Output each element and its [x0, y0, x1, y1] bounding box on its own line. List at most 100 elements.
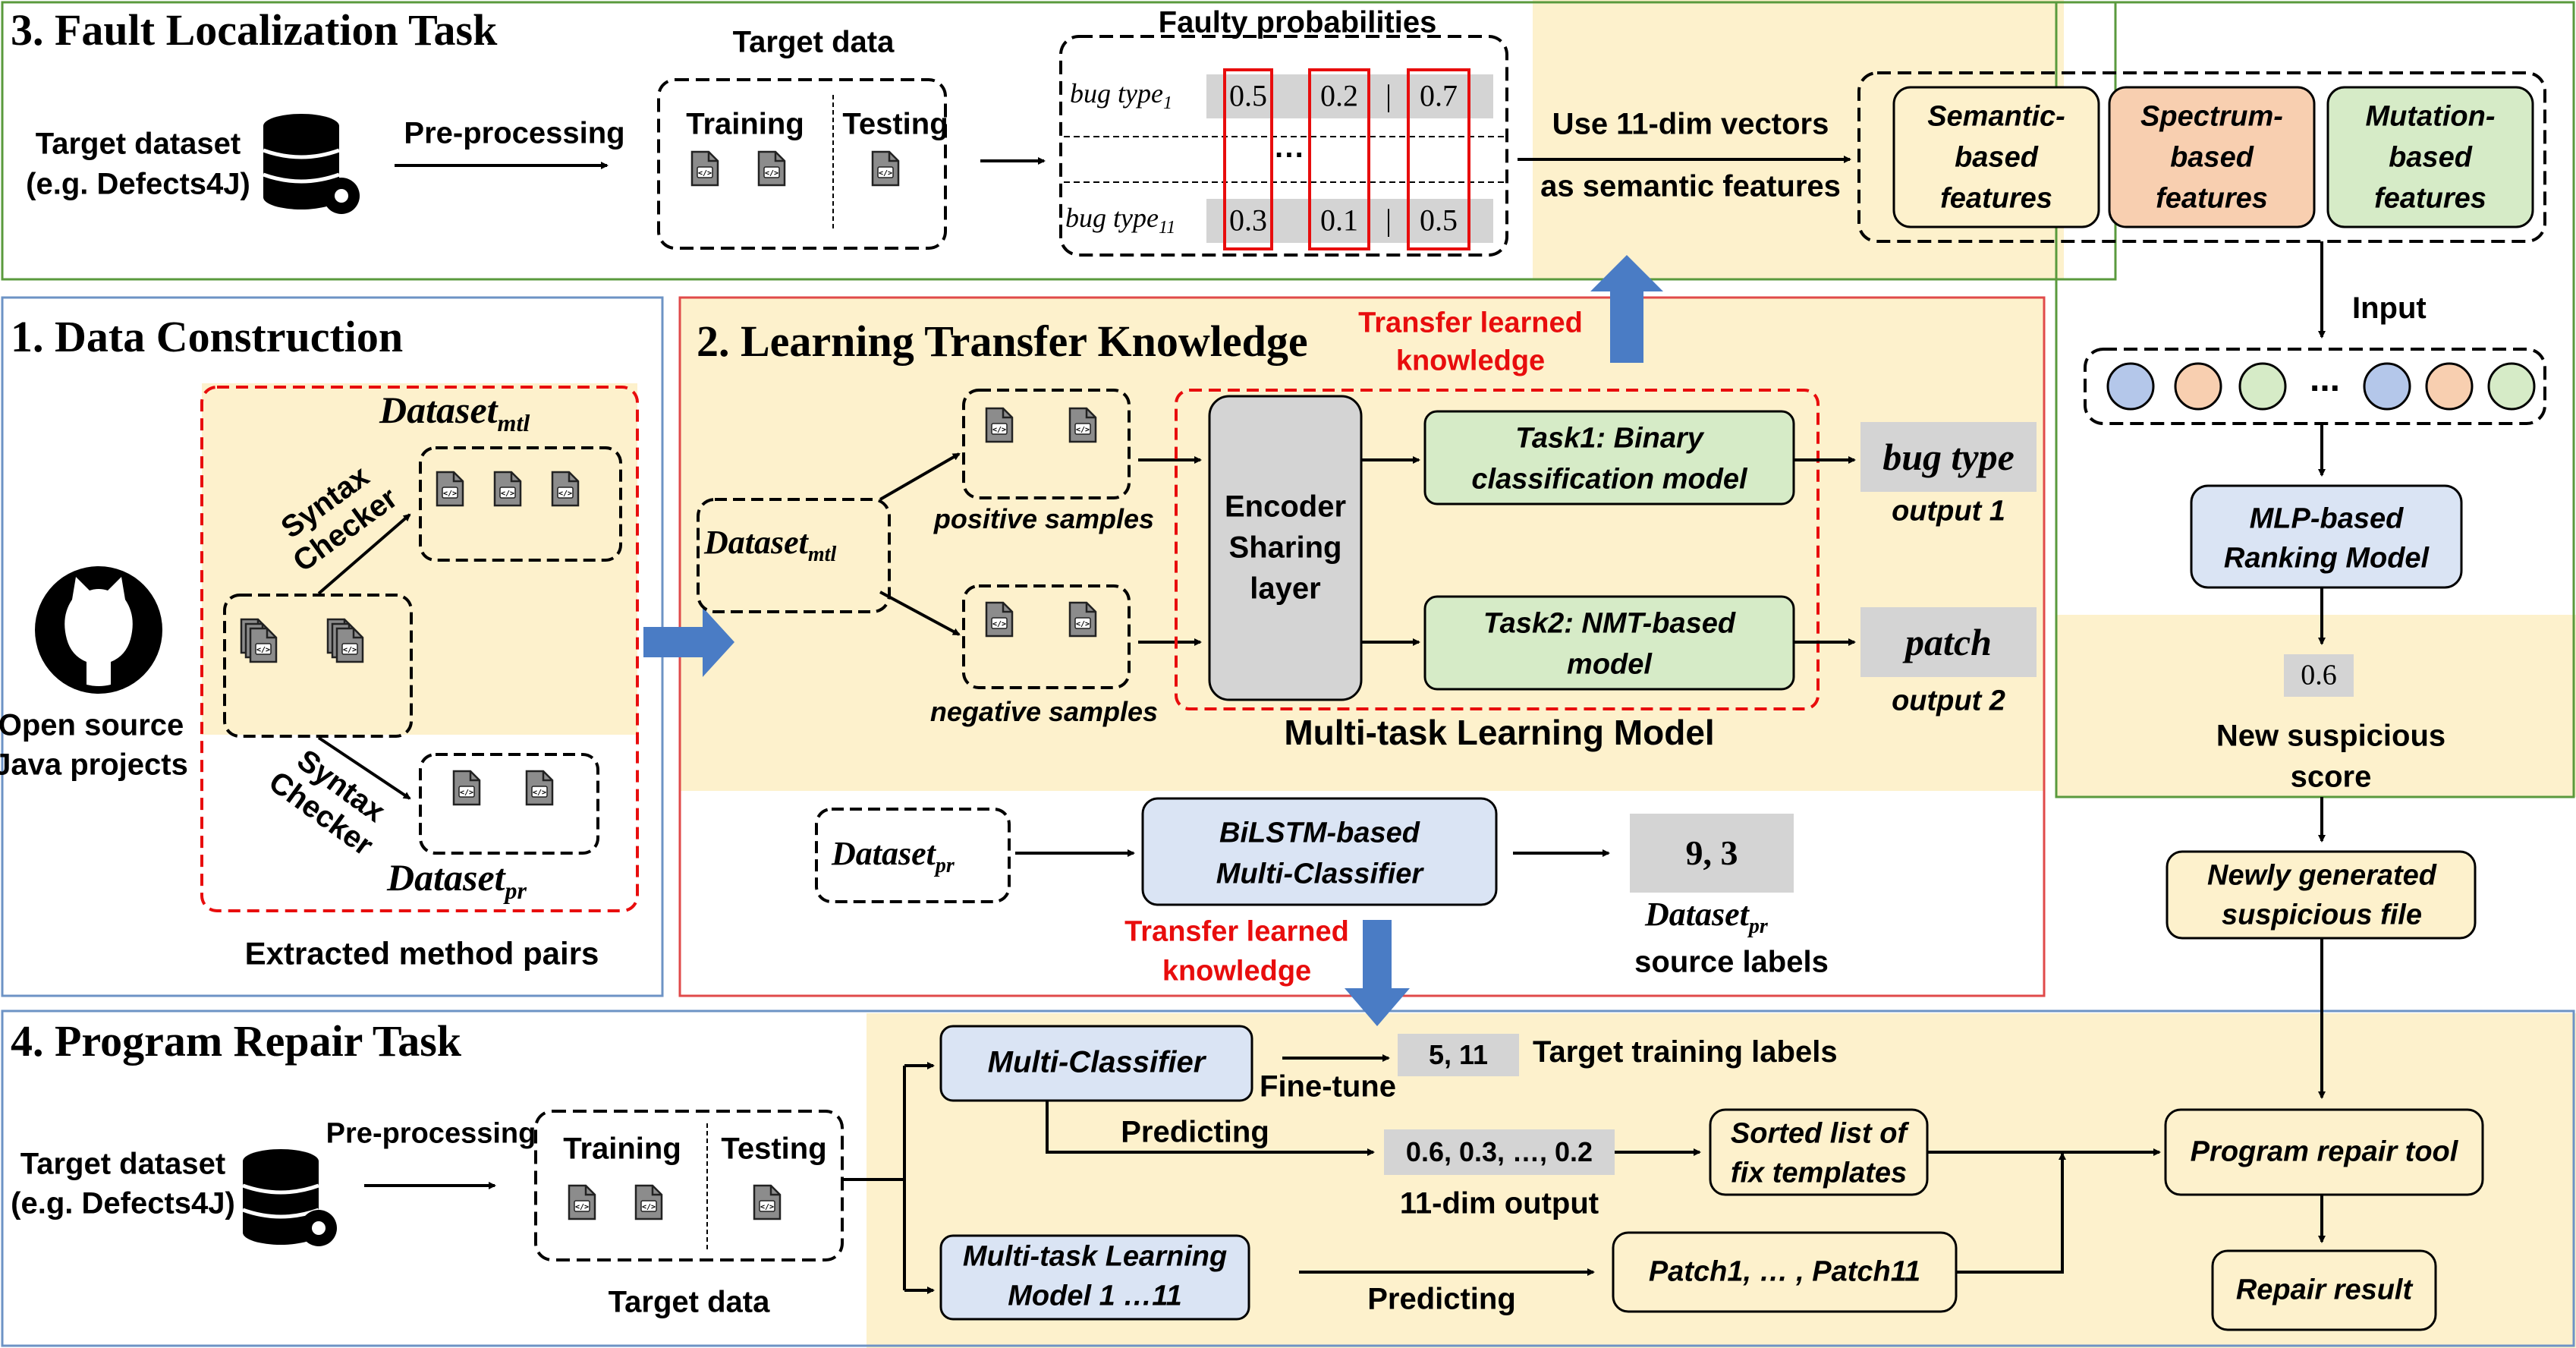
mutation-feature-2: based	[2389, 141, 2472, 174]
target-labels-value: 5, 11	[1428, 1038, 1489, 1070]
output2-label: output 2	[1892, 685, 2005, 717]
vectors-label-1: Use 11-dim vectors	[1552, 107, 1829, 141]
prob-row11-val1: 0.3	[1229, 203, 1267, 238]
section-title-fault-localization: 3. Fault Localization Task	[11, 5, 498, 55]
database-icon-bottom	[242, 1149, 337, 1246]
transfer-bottom-1: Transfer learned	[1124, 915, 1349, 948]
target-dataset-label-bottom: Target dataset	[20, 1147, 226, 1181]
data-flow-arrow	[643, 607, 734, 677]
target-dataset-example-top: (e.g. Defects4J)	[26, 167, 250, 201]
sorted-list-1: Sorted list of	[1730, 1117, 1908, 1150]
training-label-bottom: Training	[563, 1132, 681, 1166]
mlp-label-2: Ranking Model	[2223, 542, 2430, 575]
spectrum-feature-1: Spectrum-	[2140, 100, 2283, 133]
section-title-data-construction: 1. Data Construction	[11, 312, 404, 361]
preprocessing-label-bottom: Pre-processing	[326, 1117, 536, 1150]
semantic-feature-3: features	[1940, 182, 2052, 215]
encoder-label-1: Encoder	[1224, 490, 1347, 524]
task1-label-2: classification model	[1471, 463, 1747, 496]
prob-row11-val3: 0.5	[1420, 203, 1458, 238]
prob-row1-val1: 0.5	[1229, 78, 1267, 113]
border-fl-right	[2055, 1, 2575, 798]
prob-ellipsis: ···	[1275, 138, 1305, 172]
border-program-repair	[1, 1009, 2575, 1347]
multi-classifier-label: Multi-Classifier	[987, 1045, 1206, 1079]
output-label: 11-dim output	[1399, 1186, 1599, 1220]
open-source-label-2: Java projects	[0, 748, 188, 782]
beige-score	[2056, 615, 2576, 797]
transfer-up-arrow	[1590, 255, 1663, 363]
spectrum-feature-3: features	[2156, 182, 2268, 215]
section-title-learning: 2. Learning Transfer Knowledge	[697, 317, 1308, 366]
faulty-probabilities-label: Faulty probabilities	[1158, 5, 1437, 39]
new-score-label-1: New suspicious	[2216, 719, 2446, 753]
transfer-bottom-2: knowledge	[1162, 955, 1312, 987]
transfer-down-arrow	[1345, 920, 1410, 1026]
output-values: 0.6, 0.3, …, 0.2	[1405, 1135, 1593, 1167]
source-labels-dataset: Datasetpr	[1645, 896, 1768, 938]
dataset-mtl-label: Datasetmtl	[379, 389, 530, 436]
encoder-label-3: layer	[1250, 572, 1321, 606]
mlp-label-1: MLP-based	[2249, 502, 2404, 535]
sorted-list-2: fix templates	[1730, 1157, 1908, 1189]
bilstm-label-2: Multi-Classifier	[1216, 858, 1423, 890]
transfer-top-2: knowledge	[1395, 345, 1546, 377]
fine-tune-label: Fine-tune	[1260, 1069, 1396, 1104]
section-title-program-repair: 4. Program Repair Task	[11, 1016, 462, 1066]
source-labels-value: 9, 3	[1685, 833, 1738, 873]
source-labels-label: source labels	[1634, 945, 1829, 979]
task2-label-1: Task2: NMT-based	[1483, 607, 1736, 640]
circles-ellipsis: ...	[2309, 359, 2341, 400]
target-dataset-label-top: Target dataset	[35, 127, 241, 161]
task2-label-2: model	[1567, 648, 1652, 681]
new-score-label-2: score	[2290, 760, 2372, 794]
newly-generated-1: Newly generated	[2207, 859, 2436, 892]
extracted-method-pairs: Extracted method pairs	[244, 935, 599, 972]
open-source-label-1: Open source	[0, 708, 184, 742]
prob-row11-sep: |	[1385, 203, 1392, 238]
task1-label-1: Task1: Binary	[1515, 422, 1703, 455]
newly-generated-2: suspicious file	[2222, 899, 2422, 931]
bug-type-output: bug type	[1882, 436, 2015, 478]
prob-row11-val2: 0.1	[1320, 203, 1358, 238]
target-labels-label: Target training labels	[1533, 1035, 1838, 1069]
positive-samples-label: positive samples	[933, 502, 1155, 534]
mutation-feature-1: Mutation-	[2365, 100, 2496, 133]
dataset-pr-label: Datasetpr	[387, 856, 527, 904]
repair-result-label: Repair result	[2235, 1274, 2413, 1306]
beige-datacon	[202, 383, 637, 735]
database-icon-top	[263, 114, 360, 214]
spectrum-feature-2: based	[2170, 141, 2254, 174]
bug-type-11-label: bug type11	[1065, 203, 1176, 238]
learning-dataset-pr: Datasetpr	[832, 835, 955, 877]
transfer-top-1: Transfer learned	[1358, 307, 1583, 339]
testing-label-top: Testing	[842, 107, 948, 141]
target-data-label-bottom: Target data	[608, 1285, 770, 1319]
negative-samples-label: negative samples	[929, 695, 1159, 727]
score-value: 0.6	[2301, 659, 2337, 691]
input-label: Input	[2352, 291, 2427, 325]
github-icon	[35, 566, 162, 694]
prob-row1-sep: |	[1385, 78, 1392, 113]
mutation-feature-3: features	[2374, 182, 2486, 215]
mtl-models-2: Model 1 …11	[1008, 1280, 1182, 1312]
prob-row1-val2: 0.2	[1320, 78, 1358, 113]
preprocessing-label-top: Pre-processing	[404, 116, 625, 150]
predicting-label-1: Predicting	[1121, 1115, 1269, 1149]
testing-label-bottom: Testing	[721, 1132, 827, 1166]
output1-label: output 1	[1892, 495, 2005, 528]
vectors-label-2: as semantic features	[1540, 169, 1841, 203]
target-dataset-example-bottom: (e.g. Defects4J)	[11, 1186, 235, 1220]
repair-tool-label: Program repair tool	[2190, 1135, 2458, 1168]
training-label-top: Training	[686, 107, 804, 141]
mtl-models-1: Multi-task Learning	[962, 1240, 1228, 1273]
semantic-feature-1: Semantic-	[1927, 100, 2065, 133]
bug-type-1-label: bug type1	[1070, 78, 1172, 114]
learning-dataset-mtl: Datasetmtl	[704, 524, 837, 566]
patches-label: Patch1, … , Patch11	[1648, 1255, 1921, 1288]
patch-output: patch	[1905, 621, 1992, 663]
semantic-feature-2: based	[1955, 141, 2038, 174]
encoder-label-2: Sharing	[1228, 531, 1342, 565]
